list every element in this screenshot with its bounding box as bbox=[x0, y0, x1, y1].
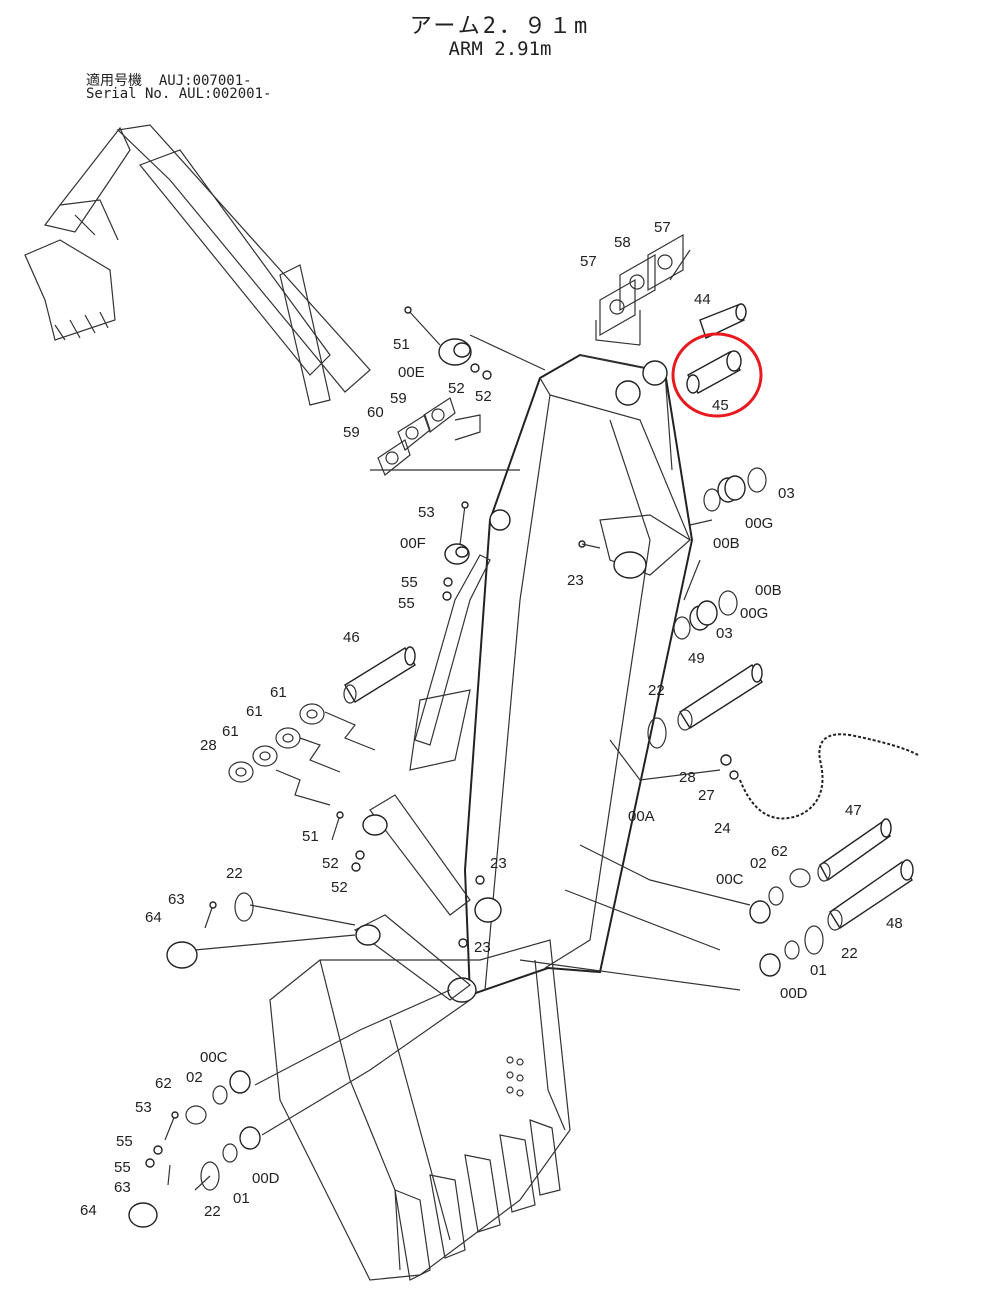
part-label: 53 bbox=[135, 1099, 152, 1116]
part-label: 00C bbox=[200, 1049, 228, 1066]
part-label: 58 bbox=[614, 234, 631, 251]
diagram-title-english: ARM 2.91m bbox=[448, 38, 552, 60]
part-label: 52 bbox=[475, 388, 492, 405]
part-label: 22 bbox=[204, 1203, 221, 1220]
part-label: 45 bbox=[712, 397, 729, 414]
part-label: 27 bbox=[698, 787, 715, 804]
part-label: 64 bbox=[145, 909, 162, 926]
part-label: 55 bbox=[398, 595, 415, 612]
shims-57-58 bbox=[595, 233, 691, 346]
lower-left-parts bbox=[128, 811, 485, 1228]
part-label: 64 bbox=[80, 1202, 97, 1219]
part-label: 00F bbox=[400, 535, 426, 552]
part-label: 23 bbox=[490, 855, 507, 872]
part-label: 47 bbox=[845, 802, 862, 819]
part-label: 46 bbox=[343, 629, 360, 646]
bolt-collar-shims-upper bbox=[370, 306, 546, 476]
highlight-circle-45 bbox=[671, 332, 763, 418]
part-label: 60 bbox=[367, 404, 384, 421]
part-label: 53 bbox=[418, 504, 435, 521]
part-label: 22 bbox=[648, 682, 665, 699]
part-label: 52 bbox=[331, 879, 348, 896]
bolt-washers-middle-left bbox=[442, 501, 601, 601]
part-label: 62 bbox=[771, 843, 788, 860]
pins-47-48-rings bbox=[519, 818, 914, 991]
part-label: 00D bbox=[252, 1170, 280, 1187]
part-label: 23 bbox=[567, 572, 584, 589]
part-label: 48 bbox=[886, 915, 903, 932]
part-label: 62 bbox=[155, 1075, 172, 1092]
diagram-title-japanese: アーム2．９１m bbox=[409, 14, 591, 39]
part-label: 01 bbox=[810, 962, 827, 979]
part-label: 61 bbox=[222, 723, 239, 740]
part-label: 55 bbox=[116, 1133, 133, 1150]
part-label: 00B bbox=[755, 582, 782, 599]
part-label: 00C bbox=[716, 871, 744, 888]
serial-number-line: Serial No. AUL:002001- bbox=[86, 86, 272, 102]
bucket-cylinder-linkage bbox=[353, 554, 491, 1001]
part-label: 57 bbox=[654, 219, 671, 236]
part-label: 03 bbox=[716, 625, 733, 642]
part-label: 44 bbox=[694, 291, 711, 308]
part-labels: 57 58 57 44 45 51 00E 52 52 59 60 59 03 … bbox=[80, 219, 903, 1220]
part-label: 51 bbox=[393, 336, 410, 353]
part-label: 63 bbox=[168, 891, 185, 908]
part-label: 61 bbox=[270, 684, 287, 701]
part-label: 59 bbox=[343, 424, 360, 441]
excavator-thumbnail bbox=[24, 124, 371, 406]
part-label: 22 bbox=[841, 945, 858, 962]
part-label: 02 bbox=[750, 855, 767, 872]
part-label: 00A bbox=[628, 808, 655, 825]
part-label: 55 bbox=[401, 574, 418, 591]
part-label: 00B bbox=[713, 535, 740, 552]
part-label: 52 bbox=[322, 855, 339, 872]
pin-49-hose bbox=[609, 663, 919, 820]
part-label: 03 bbox=[778, 485, 795, 502]
part-label: 63 bbox=[114, 1179, 131, 1196]
part-label: 59 bbox=[390, 390, 407, 407]
part-label: 00G bbox=[740, 605, 768, 622]
part-label: 57 bbox=[580, 253, 597, 270]
part-label: 00D bbox=[780, 985, 808, 1002]
part-label: 24 bbox=[714, 820, 731, 837]
part-label: 28 bbox=[200, 737, 217, 754]
part-label: 28 bbox=[679, 769, 696, 786]
arm-body-00A bbox=[447, 353, 694, 1003]
part-label: 00G bbox=[745, 515, 773, 532]
part-label: 01 bbox=[233, 1190, 250, 1207]
part-label: 22 bbox=[226, 865, 243, 882]
part-label: 55 bbox=[114, 1159, 131, 1176]
pin-46-washers-61 bbox=[228, 646, 416, 806]
part-label: 61 bbox=[246, 703, 263, 720]
part-label: 52 bbox=[448, 380, 465, 397]
part-label: 51 bbox=[302, 828, 319, 845]
part-label: 02 bbox=[186, 1069, 203, 1086]
pins-44-45 bbox=[686, 303, 747, 394]
part-label: 23 bbox=[474, 939, 491, 956]
serial-applicable-line: 適用号機 AUJ:007001- bbox=[86, 73, 252, 89]
rings-upper-right bbox=[673, 467, 767, 640]
part-label: 00E bbox=[398, 364, 425, 381]
part-label: 49 bbox=[688, 650, 705, 667]
bucket bbox=[269, 939, 571, 1281]
